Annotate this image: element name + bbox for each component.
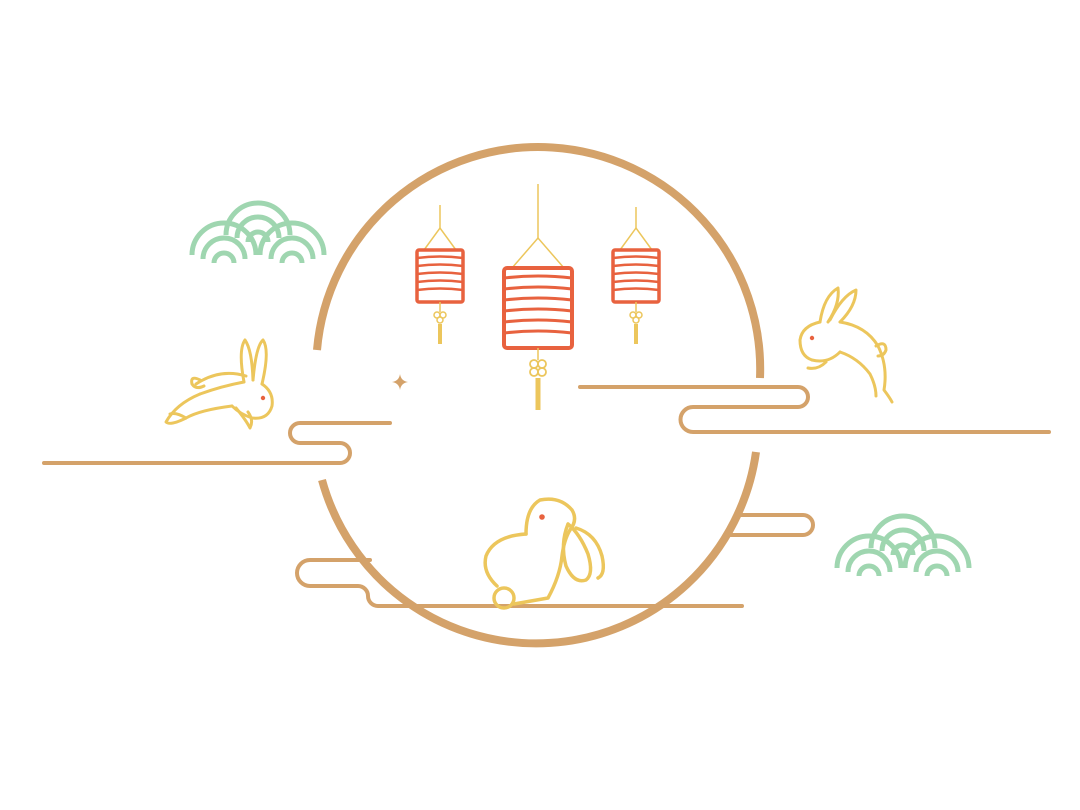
small-lantern-right [611, 207, 661, 344]
lanterns [415, 184, 661, 410]
cloud-line-bottom [295, 558, 744, 608]
star-sparkle-icon [392, 374, 408, 390]
small-lantern-left [415, 205, 465, 344]
leaping-rabbit-left [164, 338, 274, 430]
cloud-lines [42, 385, 1051, 608]
wave-cloud-bottom-right [834, 513, 972, 577]
cloud-line-left [42, 421, 392, 465]
wave-cloud-top-left [189, 200, 327, 264]
large-lantern-center [502, 184, 574, 410]
sitting-rabbit-center [483, 497, 606, 610]
cloud-line-right-lower [728, 513, 815, 537]
leaping-rabbit-right [798, 286, 894, 404]
cloud-line-right [578, 385, 1051, 434]
